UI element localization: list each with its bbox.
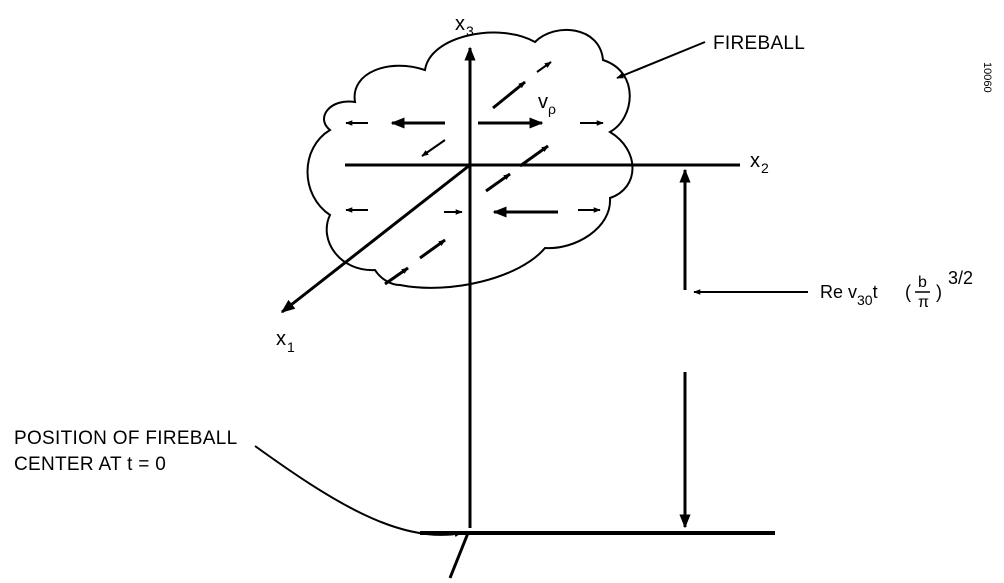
displacement-equation: Re v30t ( b π ) 3/2: [820, 268, 973, 311]
velocity-arrows: [345, 61, 604, 286]
fireball-cloud-outline: [306, 28, 634, 289]
position-label-line2: CENTER AT t = 0: [14, 454, 166, 475]
x3-axis-label: x3: [455, 13, 474, 39]
equation-fraction-denominator: π: [918, 294, 929, 311]
equation-exponent: 3/2: [948, 268, 973, 288]
x1-axis-lower-tail: [448, 532, 470, 579]
position-leader: [254, 445, 462, 537]
velocity-arrow: [421, 139, 446, 157]
velocity-arrow: [485, 172, 511, 193]
equation-close-paren: ): [936, 282, 942, 302]
velocity-arrow: [419, 238, 446, 260]
figure-code: 10060: [981, 62, 993, 93]
velocity-arrow: [384, 266, 409, 286]
x1-axis-label: x1: [276, 328, 295, 355]
velocity-arrow: [519, 144, 549, 168]
equation-open-paren: (: [905, 282, 911, 302]
fireball-label: FIREBALL: [713, 33, 805, 54]
position-label-line1: POSITION OF FIREBALL: [14, 428, 238, 449]
equation-prefix: Re v30t: [820, 282, 878, 308]
x1-axis: [280, 163, 471, 314]
velocity-label: vρ: [538, 91, 556, 117]
velocity-arrow: [536, 61, 552, 73]
equation-fraction-numerator: b: [918, 274, 927, 291]
velocity-arrow: [492, 80, 526, 110]
x2-axis-label: x2: [750, 150, 769, 176]
fireball-leader: [616, 41, 706, 79]
